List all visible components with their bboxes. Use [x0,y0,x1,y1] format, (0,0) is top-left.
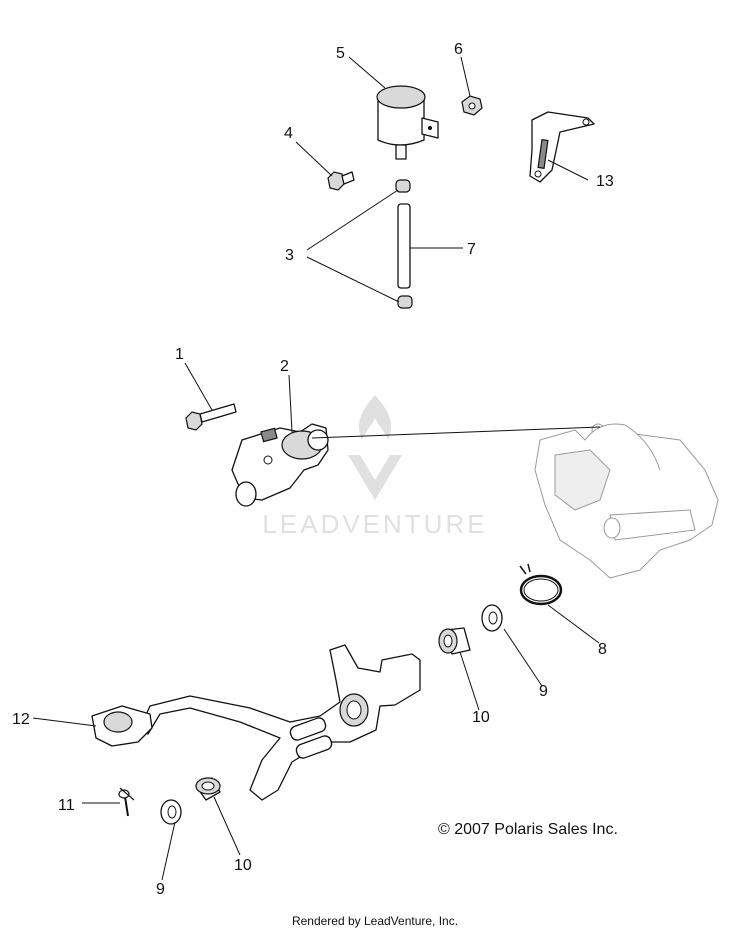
watermark-text: LEADVENTURE [262,509,487,539]
master-cylinder [231,423,329,507]
hose-clamp-top [395,179,411,193]
watermark: LEADVENTURE [262,395,487,539]
hex-bolt [327,171,355,191]
cotter-pin [118,787,135,817]
callout-10-lower: 10 [234,857,252,874]
callout-4: 4 [284,125,293,142]
washer-lower [160,799,182,825]
callout-2: 2 [280,358,289,375]
copyright-notice: © 2007 Polaris Sales Inc. [438,821,618,838]
callout-12: 12 [12,711,30,728]
brake-pedal [91,644,421,801]
hex-nut [461,95,483,116]
callout-10-upper: 10 [472,709,490,726]
bushing-upper [438,627,471,655]
callout-11: 11 [58,797,75,814]
callout-5: 5 [336,45,345,62]
leader-lines [32,56,601,881]
frame-bracket-reference [534,423,719,579]
bushing-lower [195,777,221,801]
callout-1: 1 [175,346,184,363]
reservoir-bracket [529,111,595,183]
callout-6: 6 [454,41,463,58]
render-credit: Rendered by LeadVenture, Inc. [291,914,459,928]
callout-13: 13 [596,173,614,190]
callout-8: 8 [598,641,607,658]
callout-7: 7 [467,241,476,258]
callout-labels: 5 6 4 13 3 7 1 2 8 9 10 12 11 10 9 [12,41,614,898]
callout-9-lower: 9 [156,881,165,898]
brake-hose [397,203,411,289]
callout-3: 3 [285,247,294,264]
watermark-logo-icon [348,395,402,500]
hose-clamp-bottom [397,295,413,309]
retaining-clip [519,563,563,606]
mounting-bolt [185,403,237,431]
callout-9-upper: 9 [539,683,548,700]
washer-upper [481,604,503,632]
brake-fluid-reservoir [376,85,439,160]
